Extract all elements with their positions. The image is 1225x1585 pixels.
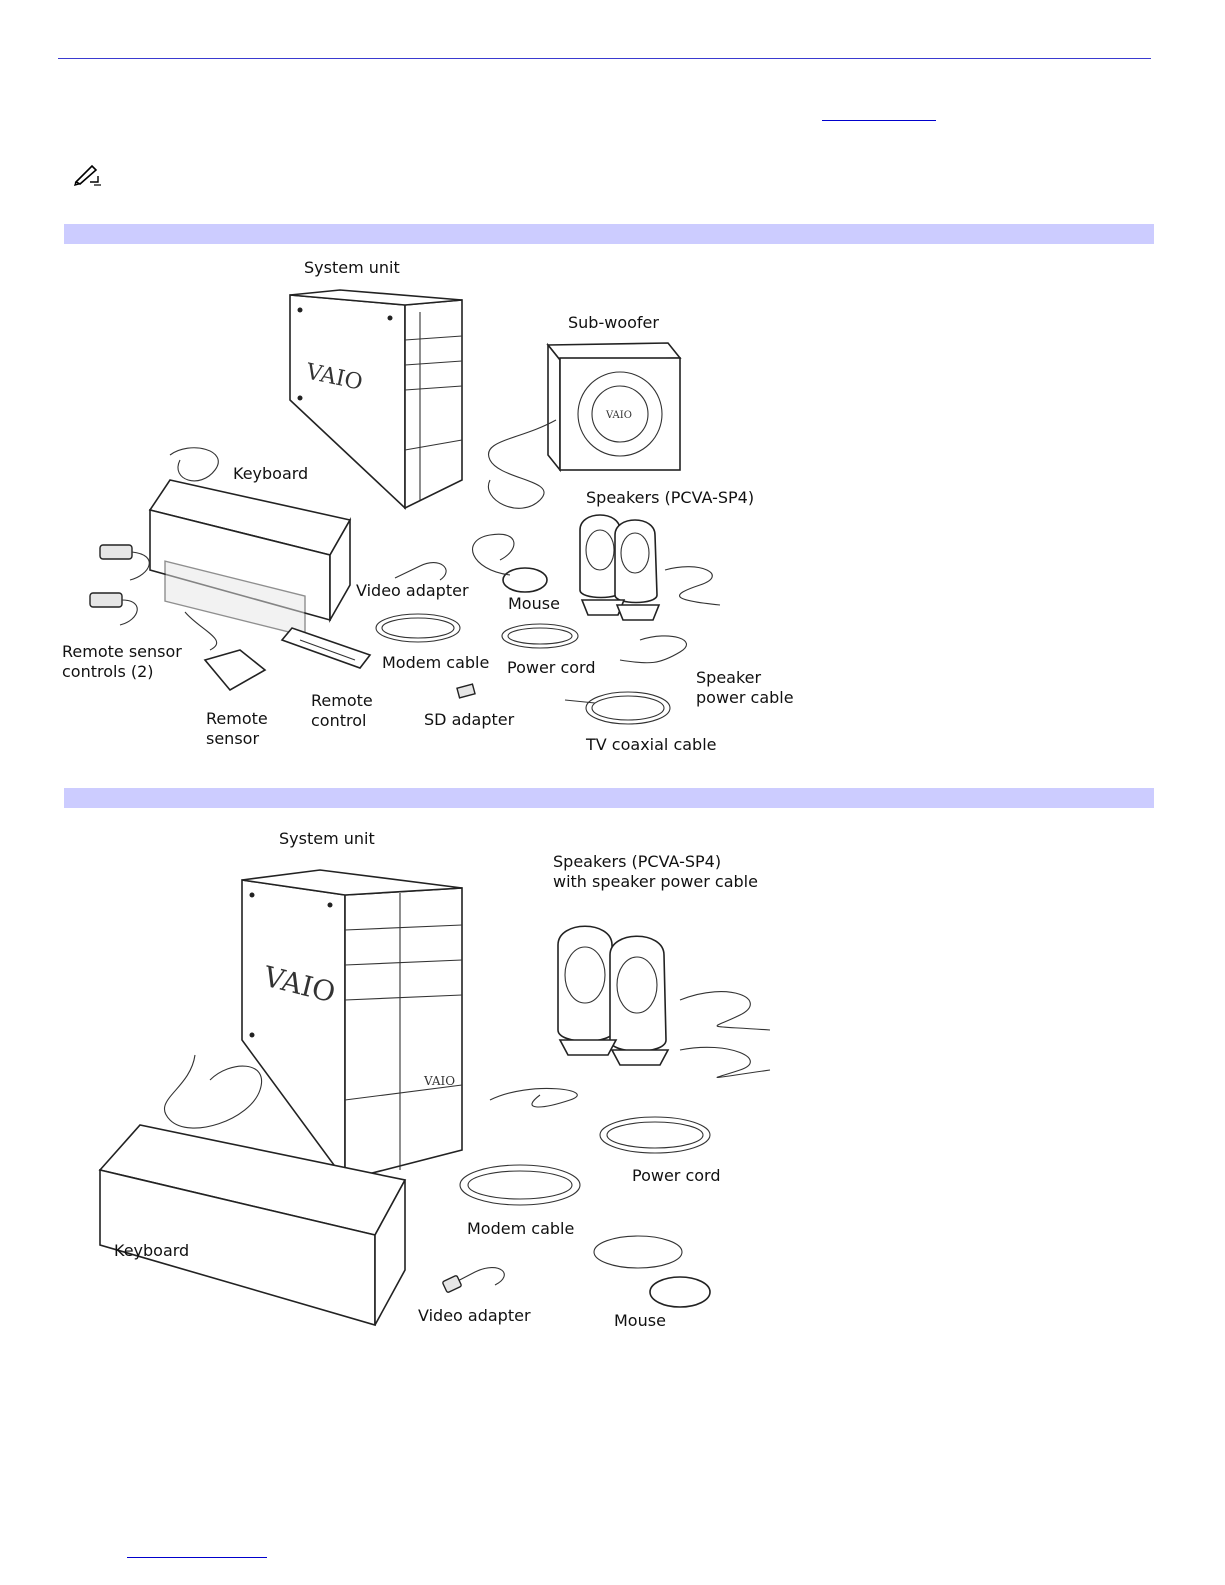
label-speaker-power-cable: Speaker power cable xyxy=(696,668,794,707)
label-remote-sensor: Remote sensor xyxy=(206,709,268,748)
sub-woofer-cable xyxy=(487,419,557,509)
speaker-power-cable xyxy=(489,1087,578,1108)
video-adapter-cable xyxy=(394,562,447,581)
speaker-cable xyxy=(679,991,771,1031)
label-mouse: Mouse xyxy=(614,1311,666,1330)
label-modem-cable: Modem cable xyxy=(382,653,490,672)
label-power-cord: Power cord xyxy=(507,658,596,677)
speaker-power-cable xyxy=(619,635,687,664)
remote-sensor-controls-illustration xyxy=(89,544,150,626)
remote-control-illustration xyxy=(280,627,372,669)
sd-adapter-card xyxy=(456,683,476,699)
mouse-illustration xyxy=(472,533,548,593)
label-keyboard: Keyboard xyxy=(233,464,309,483)
remote-sensor-illustration xyxy=(184,611,267,692)
vaio-logo-small: VAIO xyxy=(423,1074,455,1088)
label-sd-adapter: SD adapter xyxy=(424,710,515,729)
speakers-illustration xyxy=(579,514,661,621)
header-rule xyxy=(58,58,1151,59)
hyperlink-underline[interactable] xyxy=(127,1557,267,1558)
speaker-cable xyxy=(679,1046,771,1078)
label-system-unit: System unit xyxy=(304,258,400,277)
label-mouse: Mouse xyxy=(508,594,560,613)
speakers-illustration xyxy=(557,925,670,1066)
hyperlink-underline[interactable] xyxy=(822,120,936,121)
label-keyboard: Keyboard xyxy=(114,1241,190,1260)
keyboard-cable xyxy=(163,1054,263,1129)
figure-1-header-band xyxy=(64,224,1154,244)
label-remote-control: Remote control xyxy=(311,691,373,730)
label-remote-sensor-controls: Remote sensor controls (2) xyxy=(62,642,182,681)
keyboard-cable xyxy=(169,447,219,482)
sub-woofer-unit: VAIO xyxy=(546,342,682,473)
mouse-illustration xyxy=(593,1235,711,1308)
label-sub-woofer: Sub-woofer xyxy=(568,313,659,332)
power-cord-coil xyxy=(501,623,579,649)
speaker-cable xyxy=(664,566,721,606)
label-tv-coaxial-cable: TV coaxial cable xyxy=(586,735,717,754)
label-system-unit: System unit xyxy=(279,829,375,848)
label-video-adapter: Video adapter xyxy=(356,581,469,600)
figure-2-header-band xyxy=(64,788,1154,808)
system-unit-tower: VAIO VAIO xyxy=(241,869,463,1183)
tv-coaxial-cable-coil xyxy=(585,691,671,725)
system-unit-tower: VAIO xyxy=(289,289,463,510)
modem-cable-coil xyxy=(459,1164,581,1206)
label-speakers: Speakers (PCVA-SP4) xyxy=(586,488,755,507)
keyboard-illustration xyxy=(148,479,352,637)
label-power-cord: Power cord xyxy=(632,1166,721,1185)
label-modem-cable: Modem cable xyxy=(467,1219,575,1238)
svg-text:VAIO: VAIO xyxy=(605,410,632,421)
label-speakers: Speakers (PCVA-SP4) with speaker power c… xyxy=(553,852,758,891)
note-pencil-icon xyxy=(73,164,101,186)
power-cord-coil xyxy=(599,1116,711,1154)
keyboard-illustration xyxy=(98,1124,407,1327)
video-adapter-cable xyxy=(449,1267,505,1286)
label-video-adapter: Video adapter xyxy=(418,1306,531,1325)
modem-cable-coil xyxy=(375,613,461,643)
